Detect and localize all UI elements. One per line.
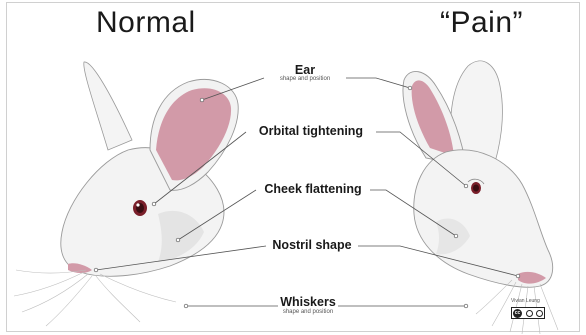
title-pain: “Pain” [440,6,523,40]
pain-rabbit [403,61,558,334]
label-whiskers: Whiskers [280,295,336,309]
by-icon [526,310,533,317]
sublabel-whiskers: shape and position [283,309,333,315]
label-nostril: Nostril shape [272,238,351,252]
credit-text: Vivian Leung [511,298,540,304]
cc-icon: cc [513,309,522,318]
creative-commons-icon: cc [511,307,545,319]
normal-whiskers [14,270,176,326]
normal-rabbit [14,62,238,326]
label-cheek: Cheek flattening [264,182,361,196]
label-ear: Ear [295,63,315,77]
ear-line-right [346,78,410,88]
pain-head [414,150,553,287]
title-normal: Normal [96,6,196,40]
normal-back-ear [84,62,132,150]
nc-icon [536,310,543,317]
label-orbital: Orbital tightening [259,124,363,138]
sublabel-ear: shape and position [280,76,330,82]
